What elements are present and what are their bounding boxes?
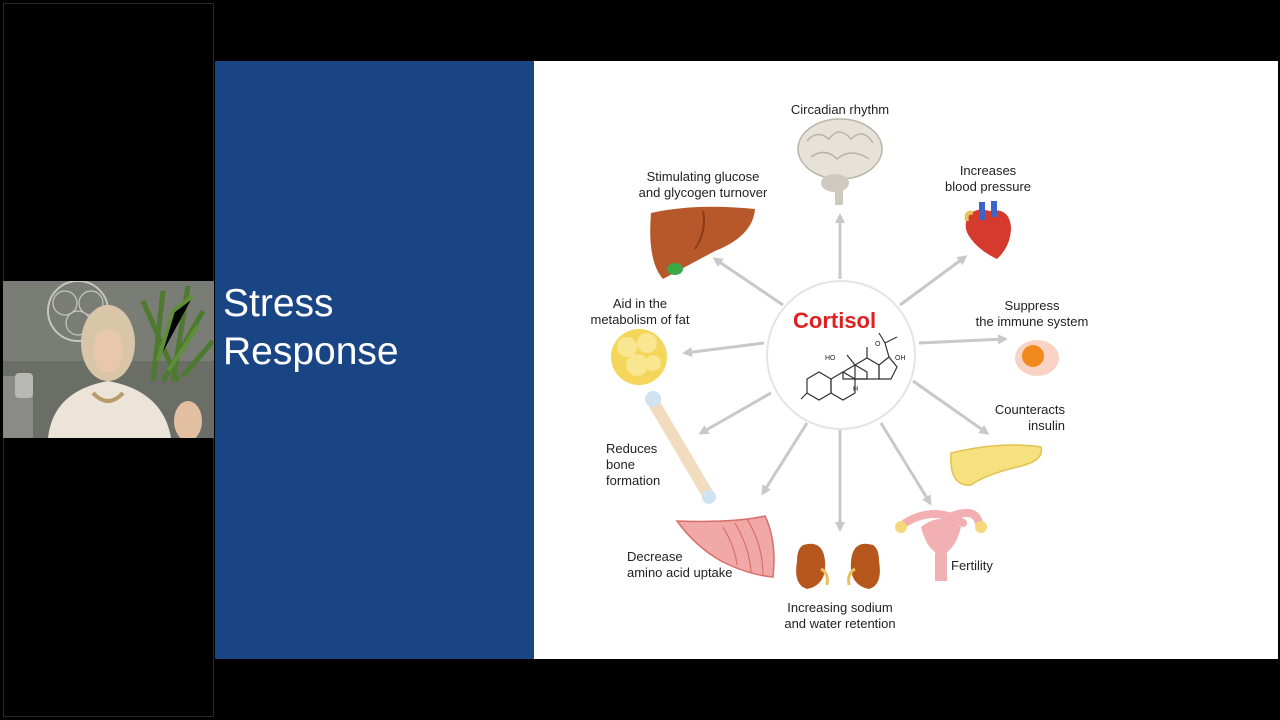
effect-label-insulin: Counteracts insulin: [975, 402, 1065, 434]
effect-amino-line2: amino acid uptake: [627, 565, 733, 580]
presenter-video-frame: [3, 281, 214, 438]
effect-arrows: [682, 213, 1008, 532]
effect-label-fertility: Fertility: [951, 558, 993, 574]
effect-amino-line1: Decrease: [627, 549, 683, 564]
molecule-o-label: O: [875, 341, 881, 348]
cortisol-molecule: [800, 332, 898, 401]
effect-label-amino: Decrease amino acid uptake: [627, 549, 733, 581]
bone-icon: [645, 391, 716, 504]
effect-label-blood-pressure: Increases blood pressure: [945, 163, 1031, 195]
cortisol-label: Cortisol: [793, 308, 877, 333]
molecule-oh-label: OH: [895, 355, 906, 362]
muscle-icon: [675, 515, 775, 578]
diagram-graphics: [611, 118, 1059, 589]
cortisol-circle: [766, 280, 916, 430]
pancreas-icon: [950, 444, 1043, 486]
effect-sodium-line2: and water retention: [784, 616, 896, 631]
effect-glucose-line1: Stimulating glucose: [646, 169, 760, 184]
slide-title-line2: Response: [223, 330, 399, 373]
brain-icon: [797, 118, 883, 205]
effect-insulin-line2: insulin: [1028, 418, 1065, 433]
effect-blood-pressure-line1: Increases: [959, 163, 1017, 178]
title-panel: Stress Response: [215, 61, 534, 659]
effect-fat-line2: metabolism of fat: [590, 312, 690, 327]
effect-label-bone: Reduces bone formation: [606, 441, 660, 489]
immune-cell-icon: [1015, 340, 1059, 376]
effect-circadian-line1: Circadian rhythm: [790, 102, 890, 117]
molecule-h-label: H: [853, 386, 859, 393]
slide-title-line1: Stress: [223, 282, 334, 325]
presenter-webcam: [3, 281, 214, 438]
kidneys-icon: [796, 543, 880, 589]
effect-immune-line1: Suppress: [1004, 298, 1060, 313]
effect-label-sodium: Increasing sodium and water retention: [784, 600, 895, 632]
effect-label-glucose: Stimulating glucose and glycogen turnove…: [639, 169, 768, 201]
effect-glucose-line2: and glycogen turnover: [638, 185, 768, 200]
effect-insulin-line1: Counteracts: [994, 402, 1065, 417]
effect-sodium-line1: Increasing sodium: [787, 600, 893, 615]
effect-fat-line1: Aid in the: [612, 296, 668, 311]
effect-label-circadian: Circadian rhythm: [791, 102, 889, 118]
cortisol-diagram: Cortisol HO OH O H Circadian rhythm Incr…: [535, 61, 1278, 659]
effect-blood-pressure-line2: blood pressure: [945, 179, 1031, 194]
fat-cells-icon: [611, 329, 667, 385]
presentation-slide: Stress Response: [215, 61, 1278, 659]
heart-icon: [964, 201, 1011, 259]
molecule-ho-label: HO: [825, 355, 836, 362]
effect-label-immune: Suppress the immune system: [976, 298, 1089, 330]
effect-label-fat: Aid in the metabolism of fat: [591, 296, 690, 328]
effect-bone-line2: bone: [606, 457, 635, 472]
effect-fertility-line1: Fertility: [951, 558, 993, 573]
liver-icon: [650, 206, 755, 279]
effect-bone-line3: formation: [606, 473, 661, 488]
effect-immune-line2: the immune system: [975, 314, 1089, 329]
effect-bone-line1: Reduces: [606, 441, 658, 456]
uterus-icon: [895, 509, 987, 581]
